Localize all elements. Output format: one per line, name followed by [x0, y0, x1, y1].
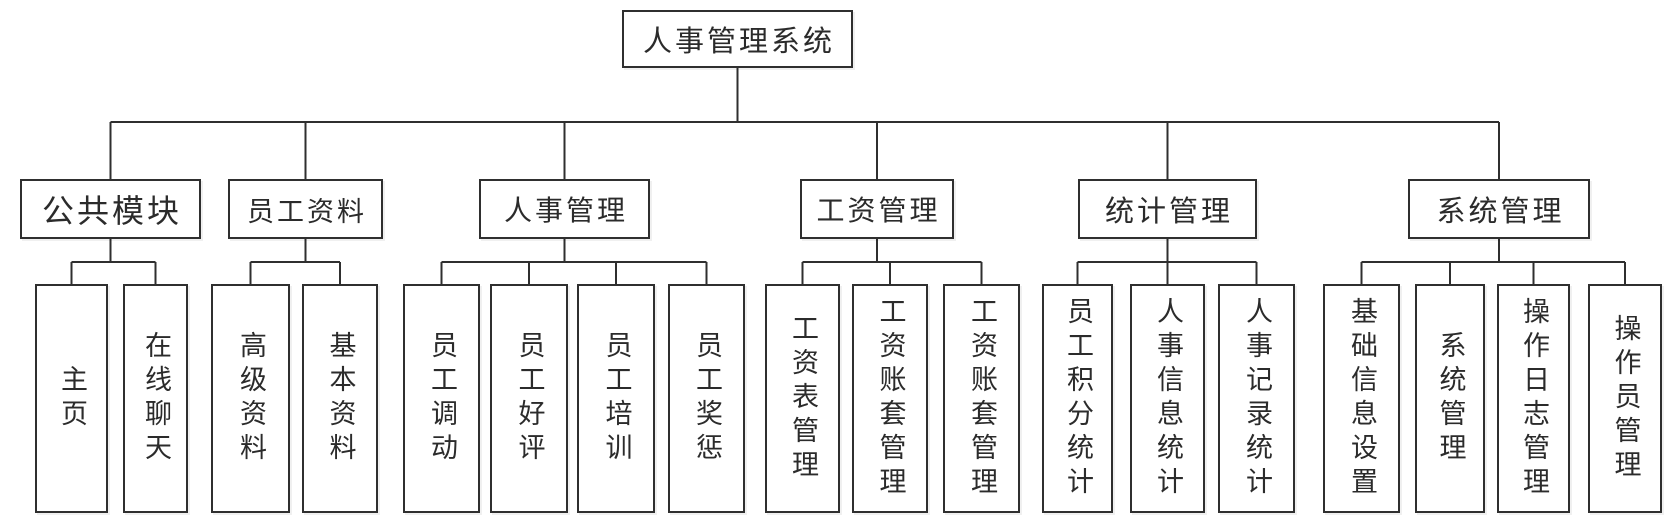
leaf-node-employee-praise: 员工好评	[490, 284, 568, 513]
root-node-personnel-management-system: 人事管理系统	[622, 10, 853, 68]
leaf-node-home: 主页	[35, 284, 108, 513]
leaf-node-salary-account-set-management-2: 工资账套管理	[943, 284, 1020, 513]
leaf-node-operator-management: 操作员管理	[1588, 284, 1662, 513]
leaf-node-employee-points-statistics: 员工积分统计	[1042, 284, 1113, 513]
leaf-node-operation-log-management: 操作日志管理	[1497, 284, 1570, 513]
leaf-node-online-chat: 在线聊天	[123, 284, 188, 513]
leaf-node-system-management-sub: 系统管理	[1415, 284, 1485, 513]
leaf-node-employee-transfer: 员工调动	[403, 284, 480, 513]
leaf-node-advanced-data: 高级资料	[211, 284, 290, 513]
leaf-node-employee-rewards-punishments: 员工奖惩	[668, 284, 745, 513]
leaf-node-personnel-info-statistics: 人事信息统计	[1130, 284, 1205, 513]
branch-node-system-management: 系统管理	[1408, 179, 1590, 239]
leaf-node-basic-info-settings: 基础信息设置	[1323, 284, 1400, 513]
leaf-node-employee-training: 员工培训	[577, 284, 655, 513]
leaf-node-salary-table-management: 工资表管理	[765, 284, 840, 513]
branch-node-salary-management: 工资管理	[800, 179, 954, 239]
branch-node-employee-data: 员工资料	[228, 179, 383, 239]
leaf-node-personnel-record-statistics: 人事记录统计	[1218, 284, 1295, 513]
leaf-node-basic-data: 基本资料	[302, 284, 378, 513]
branch-node-public-module: 公共模块	[20, 179, 201, 239]
branch-node-personnel-management: 人事管理	[479, 179, 650, 239]
branch-node-statistics-management: 统计管理	[1078, 179, 1257, 239]
leaf-node-salary-account-set-management: 工资账套管理	[852, 284, 928, 513]
